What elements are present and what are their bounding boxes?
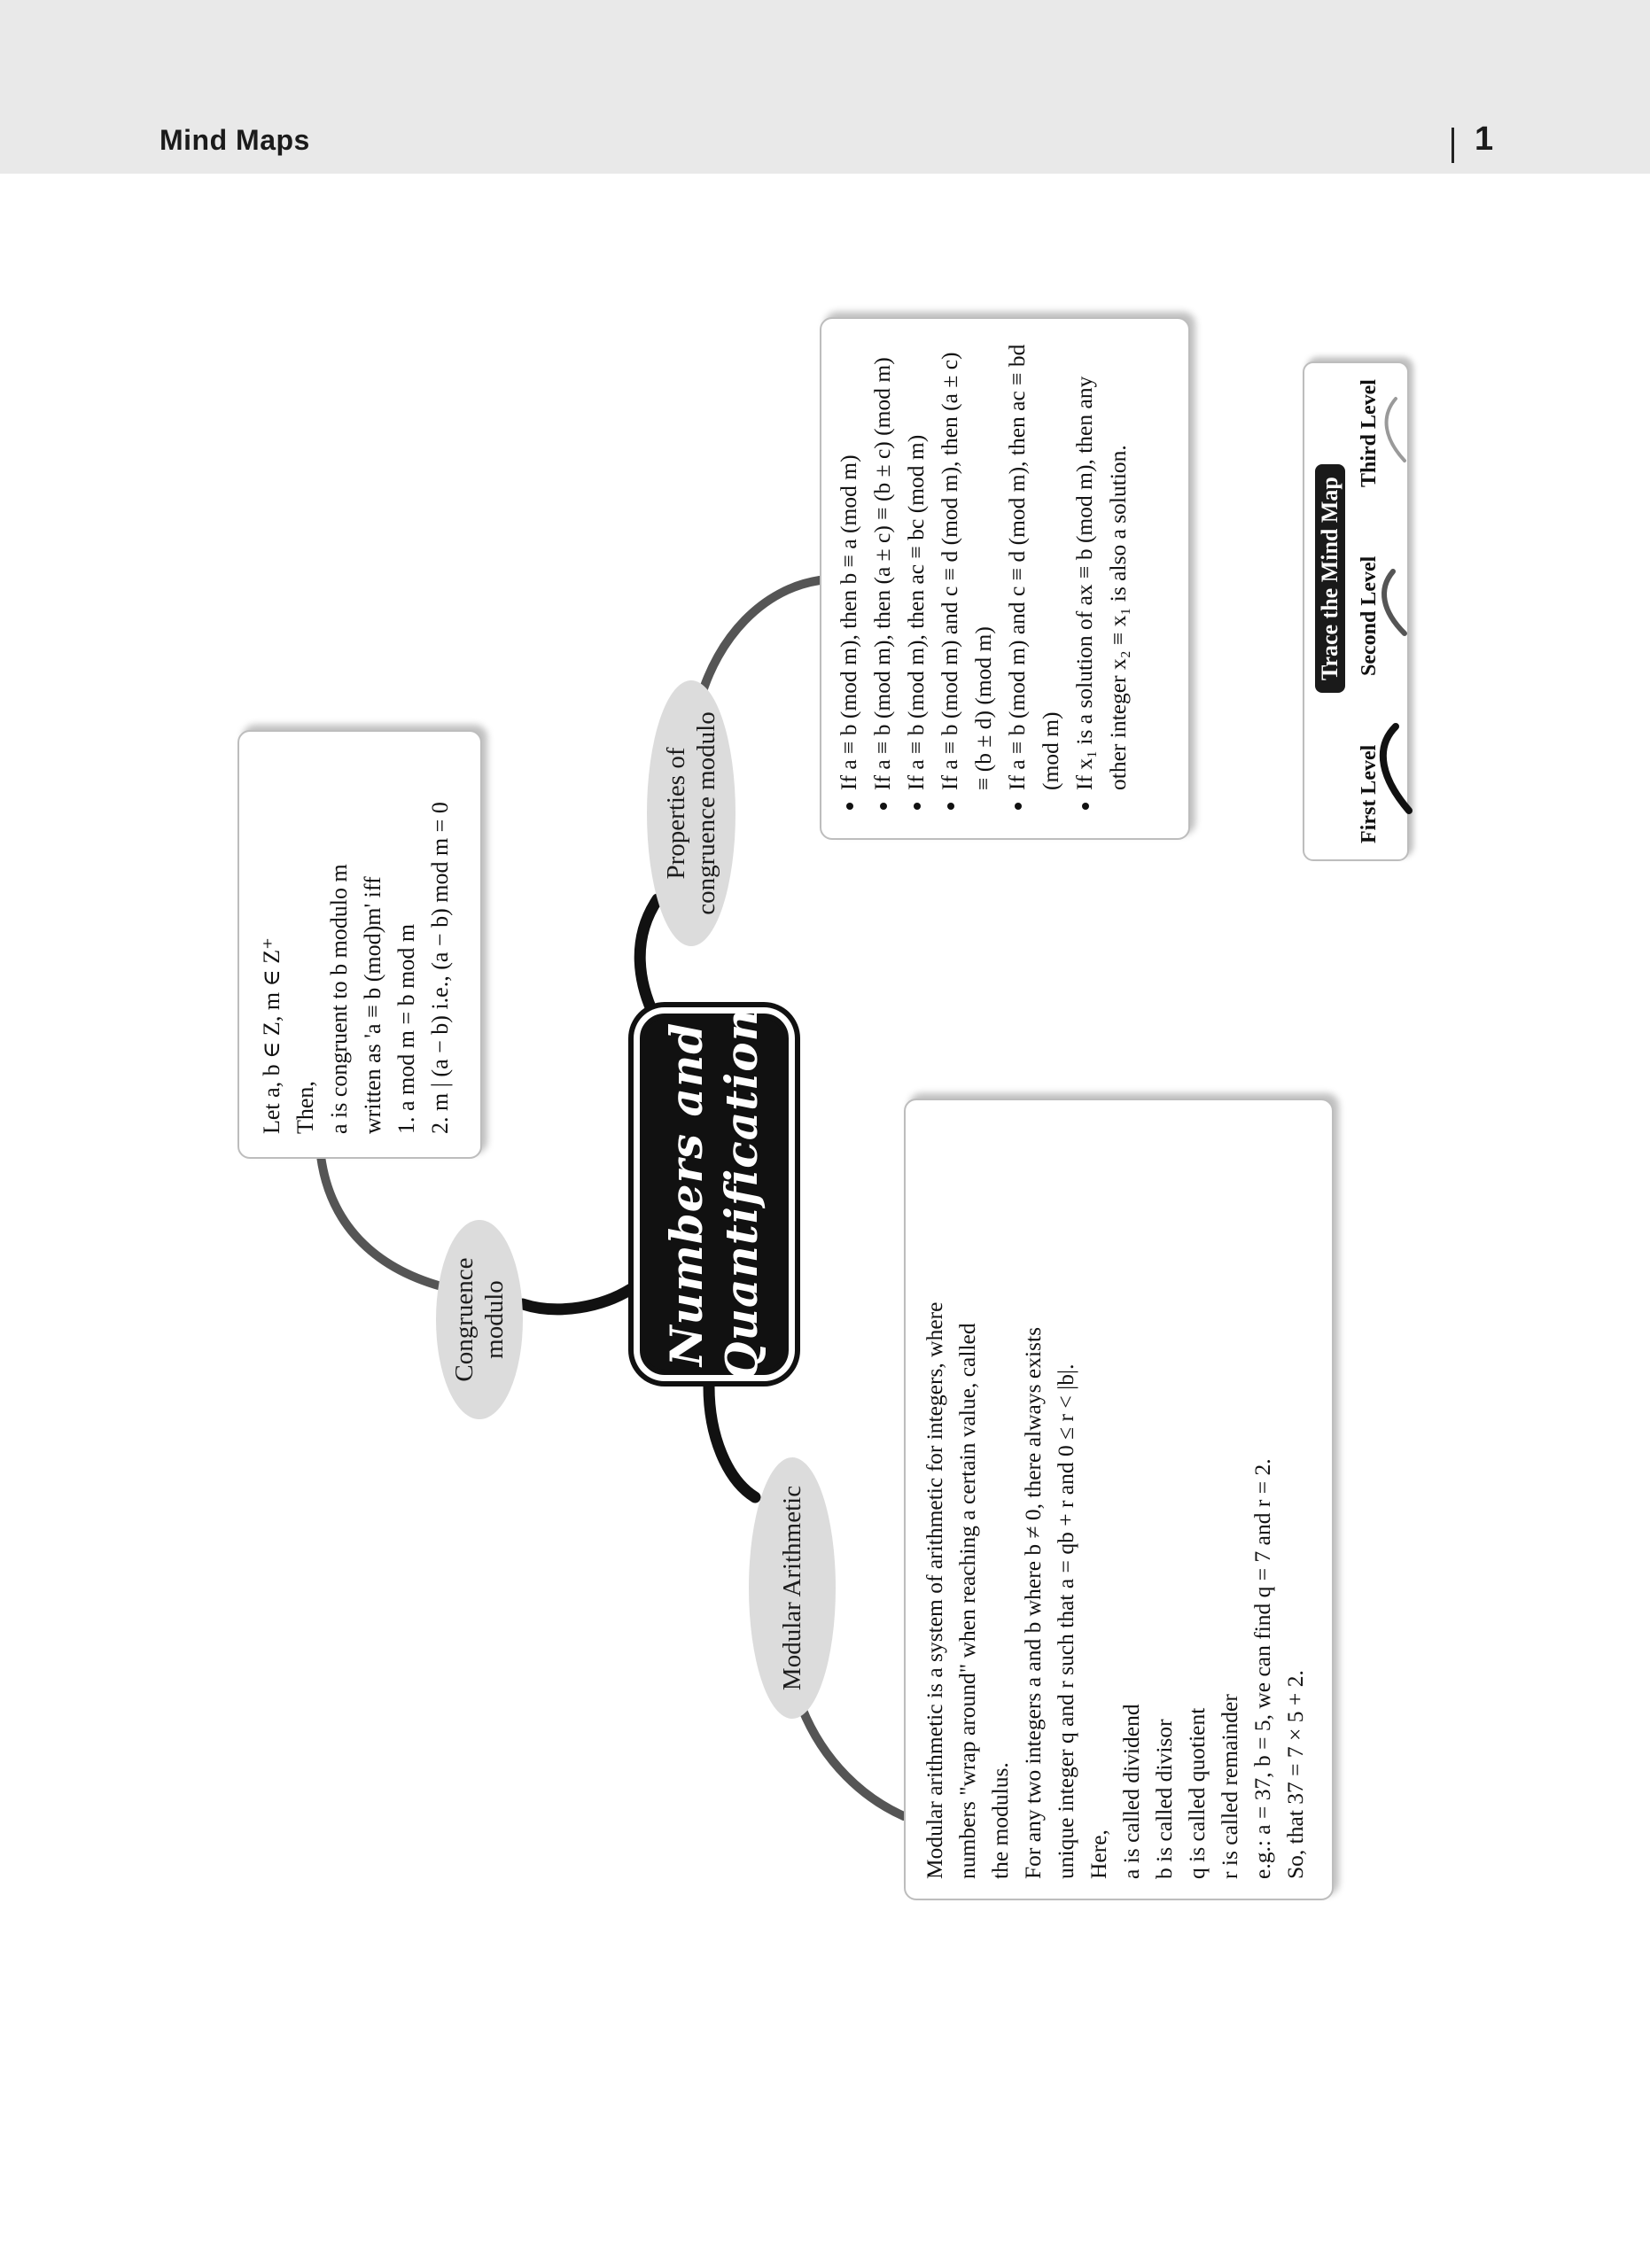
connector-congruence-card [316, 1152, 446, 1291]
connector-central-properties [634, 893, 664, 1025]
legend-swatch-first [1379, 723, 1413, 814]
legend-swatch-third [1384, 397, 1406, 462]
legend-swatch-second [1381, 569, 1407, 636]
header-divider [1452, 128, 1454, 163]
connector-properties-card [696, 576, 824, 704]
page-number: 1 [1475, 120, 1494, 158]
header-title: Mind Maps [160, 124, 310, 156]
connector-central-modular [703, 1380, 761, 1503]
page-header: Mind Maps 1 [0, 0, 1650, 174]
connector-central-congruence [517, 1283, 637, 1316]
connector-modular-card [798, 1704, 908, 1821]
